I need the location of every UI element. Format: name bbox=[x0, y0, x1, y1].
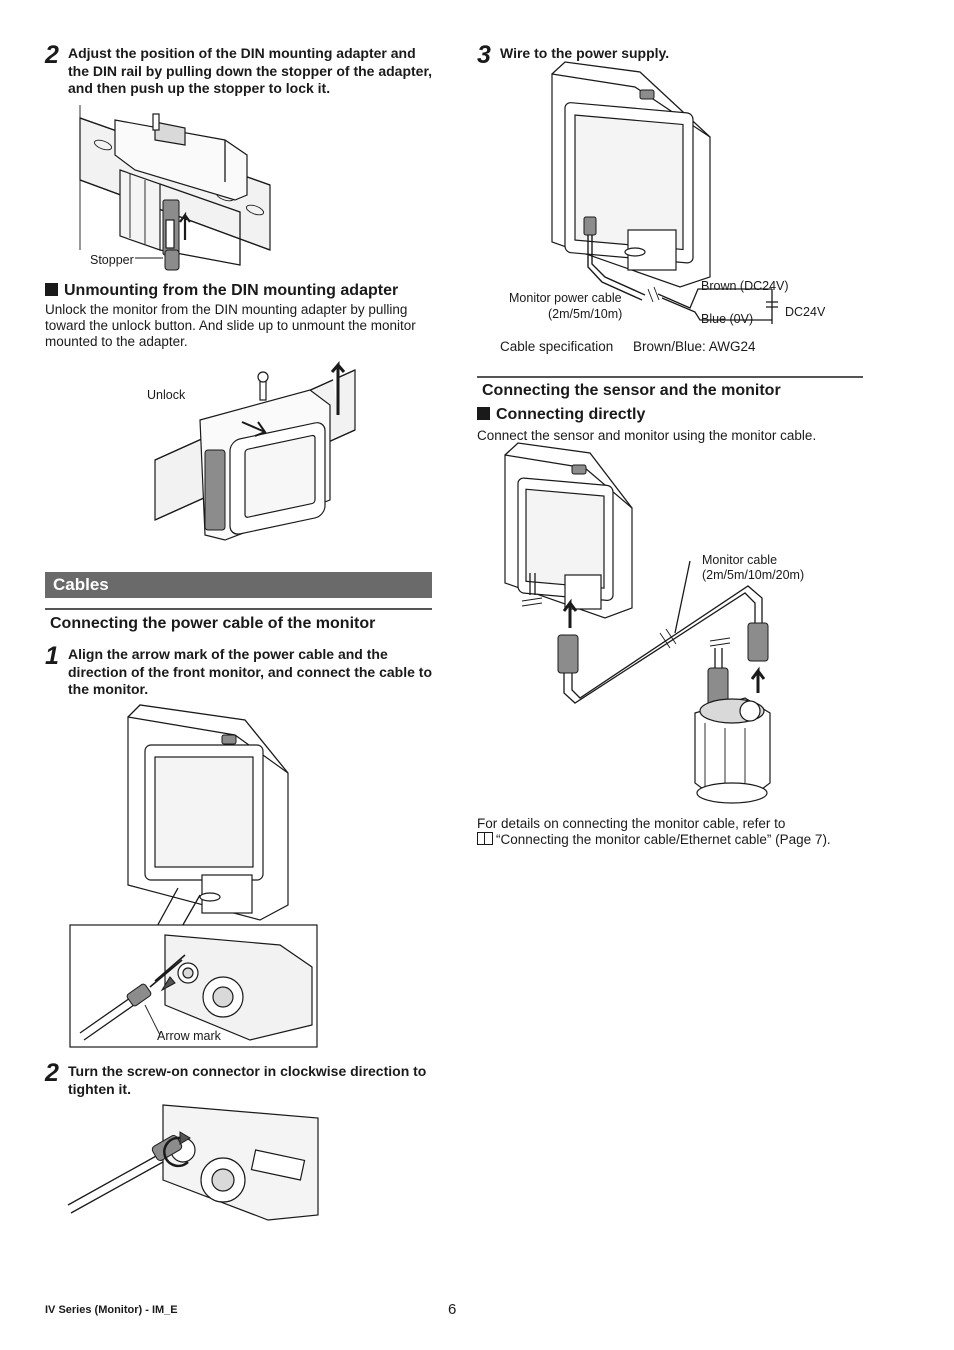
subsection-title: Connecting the sensor and the monitor bbox=[482, 382, 781, 399]
blue-wire-label: Blue (0V) bbox=[701, 312, 754, 326]
subsection-title: Connecting the power cable of the monito… bbox=[50, 615, 376, 632]
unmount-heading: Unmounting from the DIN mounting adapter bbox=[45, 281, 398, 300]
footer-document-title: IV Series (Monitor) - IM_E bbox=[45, 1304, 178, 1316]
power-cable-length-label: (2m/5m/10m) bbox=[548, 307, 623, 321]
arrow-mark-label: Arrow mark bbox=[157, 1029, 221, 1043]
subsection-rule bbox=[45, 608, 432, 610]
step-number: 2 bbox=[45, 41, 59, 69]
step-number: 3 bbox=[477, 41, 491, 69]
page-number: 6 bbox=[448, 1301, 457, 1318]
screw-connector-illustration bbox=[67, 1104, 319, 1221]
unlock-illustration bbox=[154, 360, 356, 541]
details-text-line-2: “Connecting the monitor cable/Ethernet c… bbox=[477, 832, 831, 848]
section-title: Cables bbox=[53, 575, 109, 594]
details-text-line-1: For details on connecting the monitor ca… bbox=[477, 816, 786, 831]
sensor-monitor-connection-illustration bbox=[504, 442, 771, 804]
step-number: 1 bbox=[45, 642, 59, 670]
dc24v-label: DC24V bbox=[785, 305, 826, 319]
stopper-label: Stopper bbox=[90, 253, 134, 267]
unmount-heading-text: Unmounting from the DIN mounting adapter bbox=[64, 282, 399, 299]
unmount-body: Unlock the monitor from the DIN mounting… bbox=[45, 302, 416, 349]
cable-spec-label: Cable specification bbox=[500, 339, 614, 354]
step-text: Turn the screw-on connector in clockwise… bbox=[68, 1063, 427, 1097]
step-text: Align the arrow mark of the power cable … bbox=[68, 646, 433, 697]
monitor-cable-length-label: (2m/5m/10m/20m) bbox=[702, 568, 805, 582]
step-text: Wire to the power supply. bbox=[500, 45, 670, 61]
direct-heading-text: Connecting directly bbox=[496, 406, 646, 423]
square-bullet-icon bbox=[45, 283, 58, 296]
direct-heading: Connecting directly bbox=[477, 405, 645, 424]
step-number: 2 bbox=[45, 1059, 59, 1087]
brown-wire-label: Brown (DC24V) bbox=[701, 279, 789, 293]
monitor-cable-label: Monitor cable bbox=[702, 553, 778, 567]
step-text: Adjust the position of the DIN mounting … bbox=[68, 45, 433, 96]
section-bar-cables: Cables bbox=[45, 572, 432, 598]
square-bullet-icon bbox=[477, 407, 490, 420]
page-reference-link[interactable]: “Connecting the monitor cable/Ethernet c… bbox=[496, 832, 831, 847]
direct-body: Connect the sensor and monitor using the… bbox=[477, 428, 817, 443]
power-supply-wiring-illustration bbox=[551, 61, 778, 324]
monitor-front-illustration bbox=[69, 704, 318, 1048]
book-reference-icon bbox=[477, 832, 493, 845]
cable-spec-value: Brown/Blue: AWG24 bbox=[633, 339, 756, 354]
unlock-label: Unlock bbox=[147, 388, 186, 402]
power-cable-label: Monitor power cable bbox=[509, 291, 622, 305]
din-rail-stopper-illustration bbox=[79, 105, 271, 271]
subsection-rule bbox=[477, 376, 863, 378]
